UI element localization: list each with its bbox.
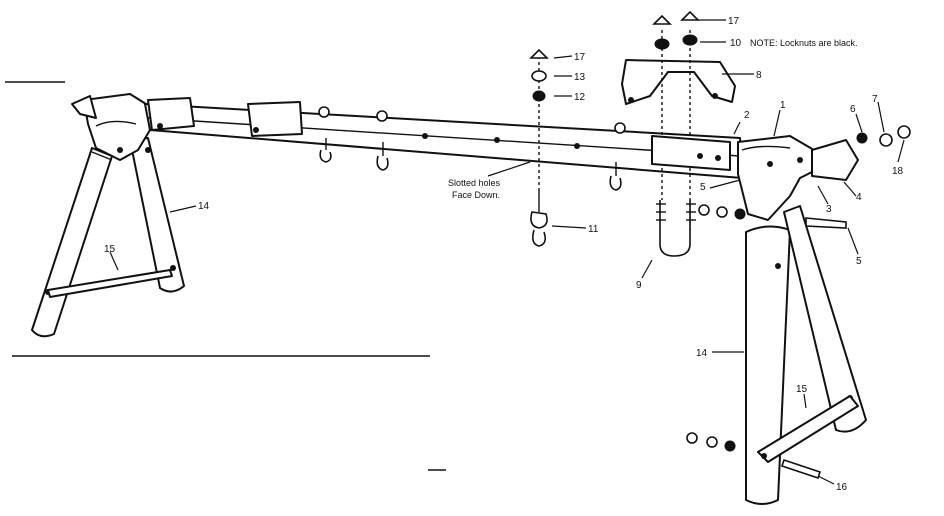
left-corner-bracket [83, 93, 151, 161]
hanger-bracket [621, 59, 736, 105]
slotted-holes-label-line1: Slotted holes [448, 178, 501, 188]
left-leg-front [31, 147, 113, 338]
bar-sleeve [651, 135, 731, 171]
wing-nut [529, 48, 549, 59]
cap-nut-stack [856, 125, 911, 147]
washer [531, 70, 547, 82]
swing-hook [609, 162, 622, 191]
callout-3: 3 [826, 204, 832, 215]
callout-17a: 17 [574, 52, 586, 63]
wing-nut [652, 10, 700, 25]
left-leg-rear [129, 137, 185, 293]
swing-hook [376, 142, 389, 171]
callout-8: 8 [756, 70, 762, 81]
callout-7: 7 [872, 94, 878, 105]
washer [654, 34, 698, 50]
callout-16: 16 [836, 482, 848, 493]
callout-12: 12 [574, 92, 586, 103]
callout-15a: 15 [104, 244, 116, 255]
callout-4: 4 [856, 192, 862, 203]
locknut-note: NOTE: Locknuts are black. [750, 38, 858, 48]
bar-clamp-left [147, 97, 195, 131]
bar-nut [614, 122, 626, 134]
bottom-locknut-set [686, 432, 736, 452]
bar-clamp-mid [247, 101, 303, 137]
locknut-set [698, 204, 746, 220]
callout-14a: 14 [198, 201, 210, 212]
leader-lines [109, 19, 905, 485]
bar-nut [376, 110, 388, 122]
callout-18: 18 [892, 166, 904, 177]
bottom-bolt [780, 458, 822, 480]
bar-nut [318, 106, 330, 118]
callout-5b: 5 [856, 256, 862, 267]
left-cross-brace [47, 269, 173, 298]
right-end-cap [811, 139, 859, 181]
callout-2: 2 [744, 110, 750, 121]
callout-9: 9 [636, 280, 642, 291]
callout-10: 10 [730, 38, 742, 49]
eye-bolt-hook [530, 190, 548, 247]
right-cross-brace [757, 395, 859, 463]
u-bolt [656, 200, 696, 257]
right-leg-rear [783, 205, 867, 433]
callout-11: 11 [588, 224, 599, 235]
callout-13: 13 [574, 72, 586, 83]
callout-14b: 14 [696, 348, 708, 359]
callout-5a: 5 [700, 182, 706, 193]
callout-15b: 15 [796, 384, 808, 395]
slotted-holes-label-line2: Face Down. [452, 190, 500, 200]
callout-6: 6 [850, 104, 856, 115]
locknut [532, 90, 546, 102]
right-corner-bracket [737, 135, 817, 221]
bolt [805, 217, 847, 229]
callout-17b: 17 [728, 16, 740, 27]
left-end-cap [71, 95, 97, 119]
right-leg-front [745, 225, 791, 505]
callout-1: 1 [780, 100, 786, 111]
swing-hook [319, 138, 332, 163]
